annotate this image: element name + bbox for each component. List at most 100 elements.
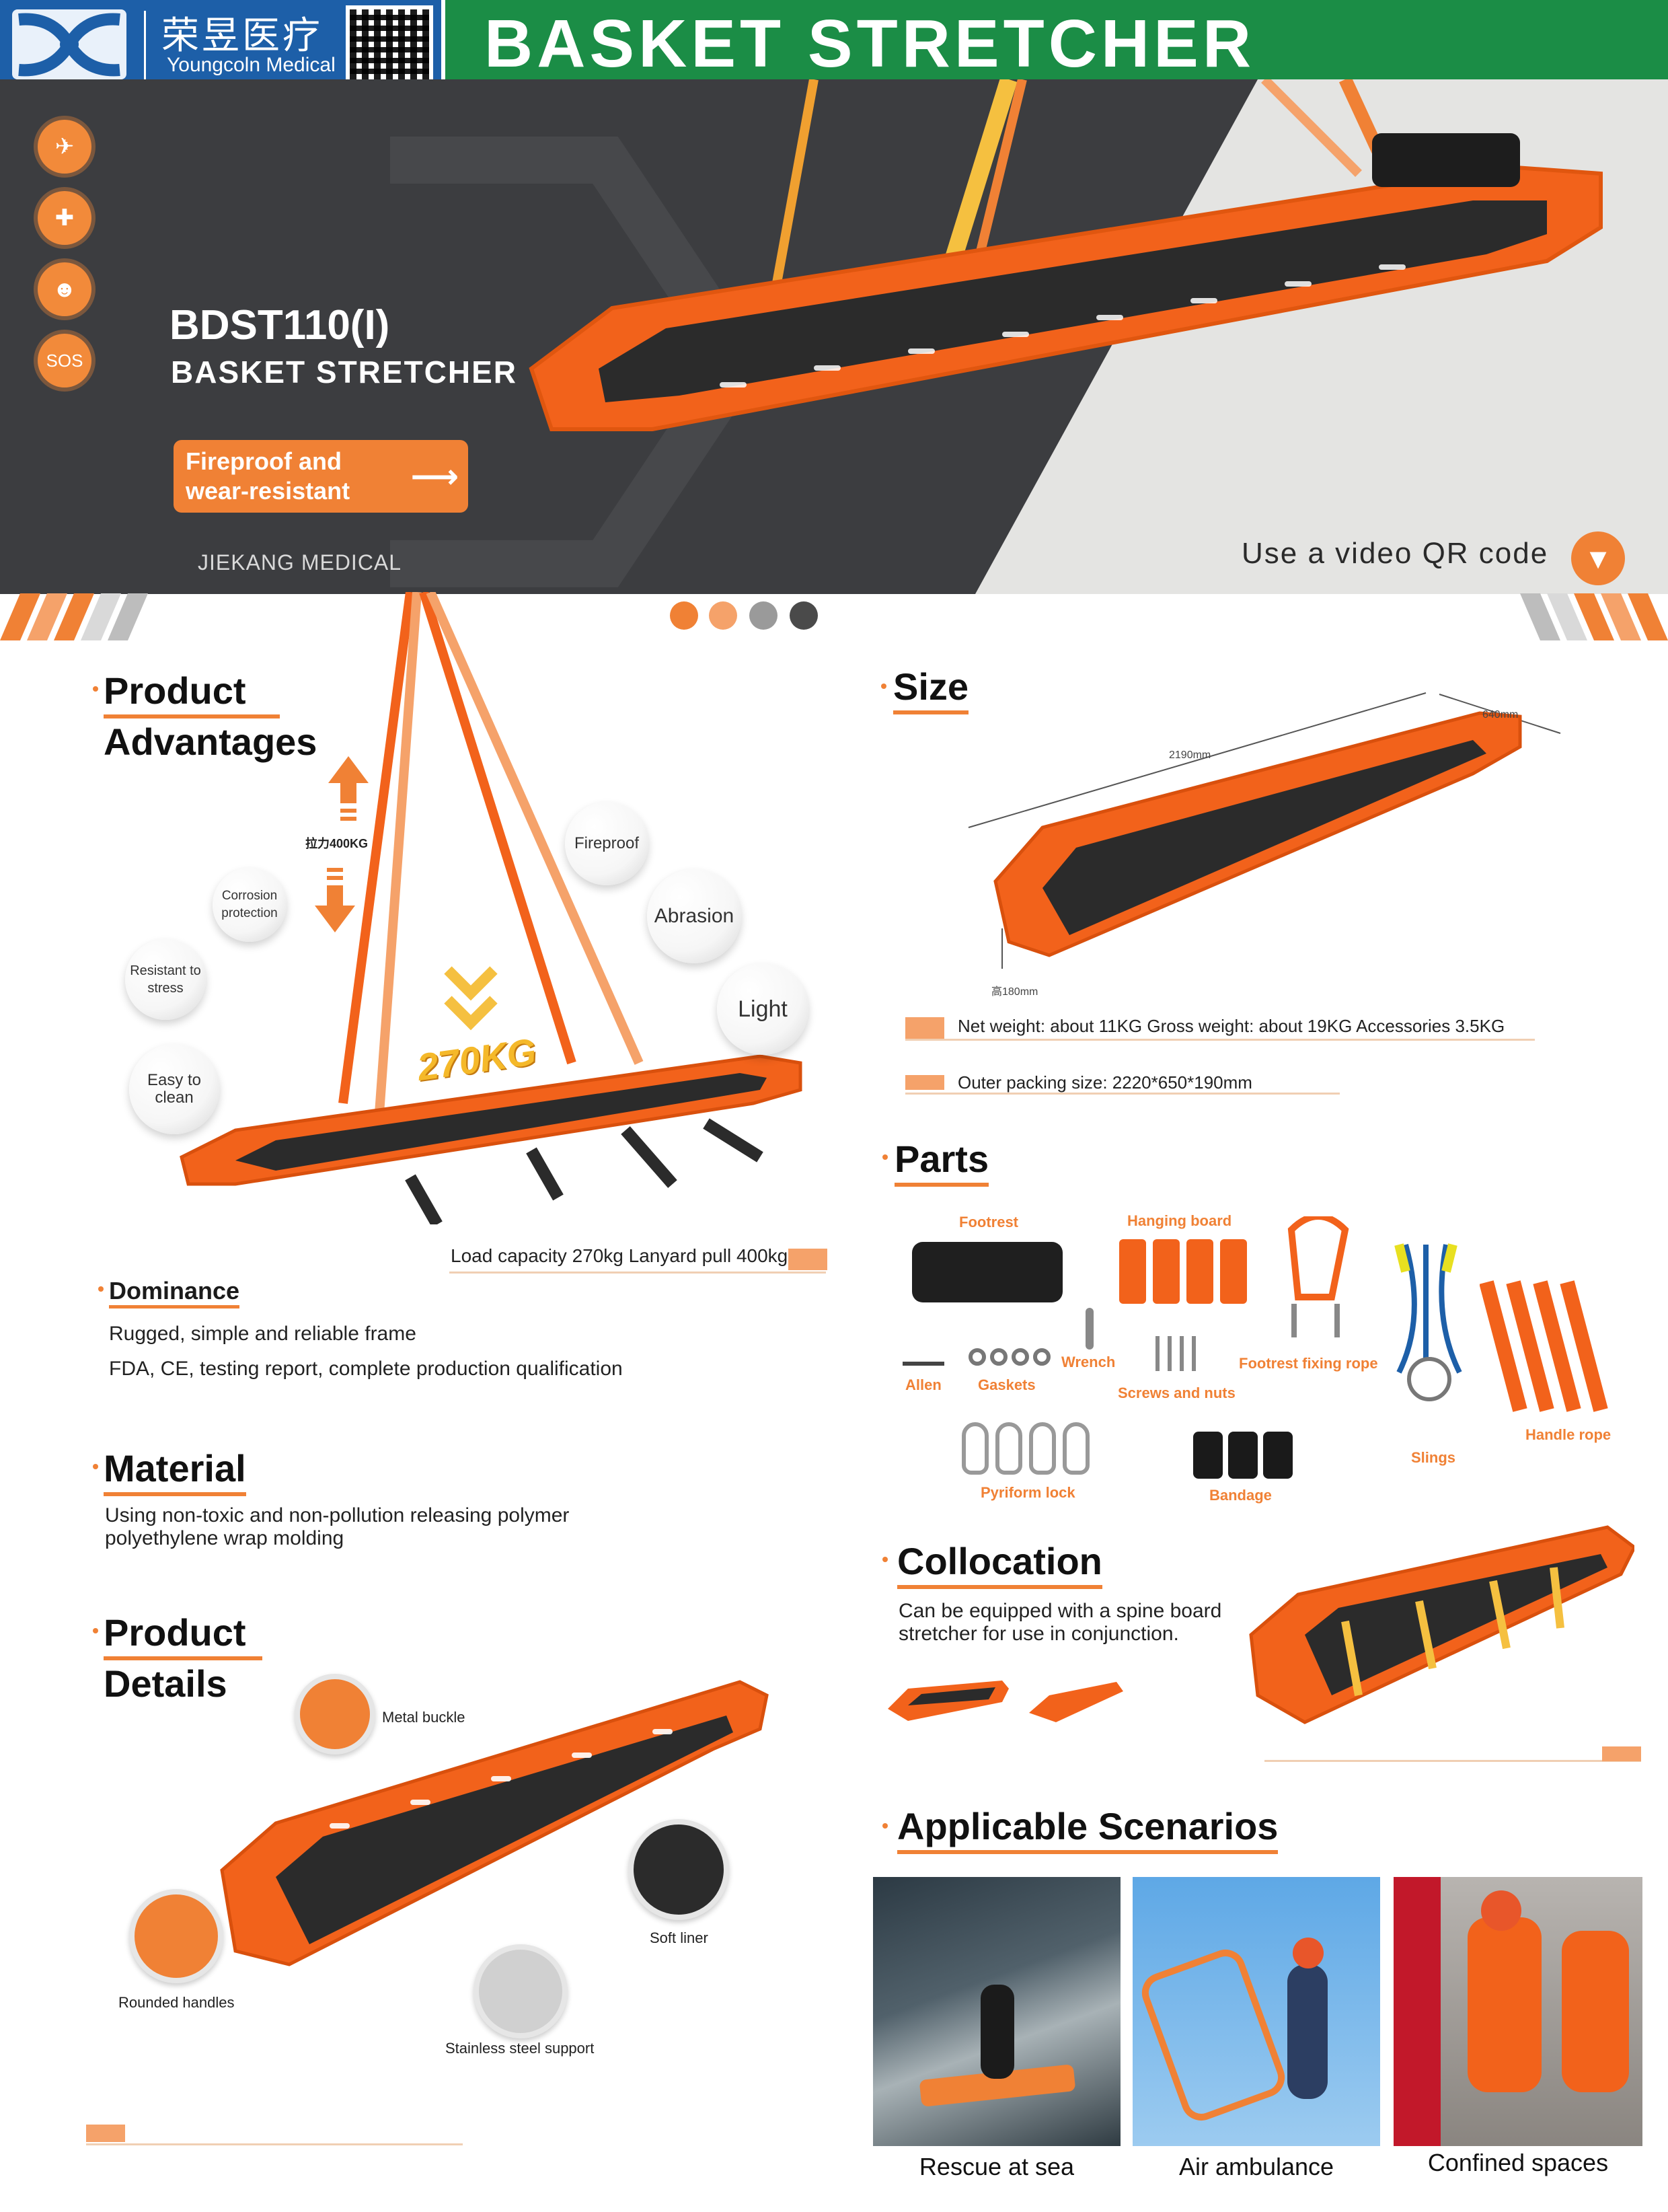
hero-subtitle: BASKET STRETCHER xyxy=(171,355,518,390)
caption-accent xyxy=(788,1249,827,1270)
handle-rope-label: Handle rope xyxy=(1525,1426,1612,1443)
screws-nuts-label: Screws and nuts xyxy=(1118,1385,1236,1401)
chevron-down-icon xyxy=(444,966,498,1031)
bubble-abrasion: Abrasion xyxy=(647,869,741,963)
packing-accent xyxy=(905,1075,944,1090)
load-caption: Load capacity 270kg Lanyard pull 400kg xyxy=(451,1245,788,1266)
height-dimension: 高180mm xyxy=(991,986,1038,998)
brand-logo-mark xyxy=(12,9,126,79)
advantages-title: Product Advantages xyxy=(104,667,317,766)
details-title-line2: Details xyxy=(104,1662,227,1705)
section-bullet xyxy=(882,1823,888,1829)
collocation-small-images xyxy=(888,1681,1123,1722)
weight-accent xyxy=(905,1017,944,1039)
gaskets-part xyxy=(969,1348,1053,1367)
right-decor-stripes xyxy=(1520,593,1668,640)
collocation-title: Collocation xyxy=(897,1538,1102,1589)
arrow-right-icon: ⟶ xyxy=(410,457,459,495)
hero-stretcher-image xyxy=(529,79,1603,431)
scenarios-title: Applicable Scenarios xyxy=(897,1803,1279,1854)
packing-underline xyxy=(905,1093,1340,1095)
hero-banner: ✈ ✚ ☻ SOS BDST110(I) BASKET STRETCHER Fi… xyxy=(0,79,1668,594)
page-title: BASKET STRETCHER xyxy=(484,6,1256,81)
carousel-dot-3[interactable] xyxy=(749,601,778,630)
feature-badge: Fireproof and wear-resistant ⟶ xyxy=(174,440,468,513)
slings-label: Slings xyxy=(1411,1449,1456,1466)
pyriform-lock-part xyxy=(962,1422,1096,1477)
collocation-main-image xyxy=(1249,1525,1634,1724)
footrest-rope-label: Footrest fixing rope xyxy=(1239,1355,1378,1372)
carousel-dot-2[interactable] xyxy=(709,601,737,630)
detail-stretcher-image xyxy=(220,1680,769,1966)
scenario-air-caption: Air ambulance xyxy=(1178,2153,1334,2180)
scenario-confined-image xyxy=(1394,1877,1642,2146)
soft-liner-label: Soft liner xyxy=(650,1929,708,1946)
hanging-stretcher-image xyxy=(180,592,802,1224)
details-title-line1: Product xyxy=(104,1609,262,1660)
details-title: Product Details xyxy=(104,1609,262,1707)
footer-line-left xyxy=(86,2143,463,2145)
hanging-board-label: Hanging board xyxy=(1127,1212,1232,1229)
dominance-line-1: Rugged, simple and reliable frame xyxy=(109,1323,416,1345)
rescuer-icon: ☻ xyxy=(38,262,91,316)
bandage-part xyxy=(1193,1432,1294,1479)
section-bullet xyxy=(882,1154,888,1160)
left-decor-stripes xyxy=(0,593,148,640)
brand-logo-box: 荣昱医疗 Youngcoln Medical xyxy=(0,0,445,94)
qr-code[interactable] xyxy=(346,5,433,89)
bubble-corrosion-protection: Corrosion protection xyxy=(213,868,287,942)
soft-liner-detail xyxy=(628,1819,729,1920)
advantages-title-line1: Product xyxy=(104,667,280,718)
scenario-air-image xyxy=(1133,1877,1380,2146)
rounded-handles-detail xyxy=(129,1889,223,1983)
scenario-sea-caption: Rescue at sea xyxy=(919,2153,1075,2180)
pull-force-label: 拉力400KG xyxy=(305,837,369,850)
carousel-dot-4[interactable] xyxy=(790,601,818,630)
weight-text: Net weight: about 11KG Gross weight: abo… xyxy=(958,1016,1505,1036)
bubble-resistant-to-stress: Resistant to stress xyxy=(125,939,206,1020)
packing-text: Outer packing size: 2220*650*190mm xyxy=(958,1072,1252,1093)
bubble-easy-to-clean: Easy to clean xyxy=(129,1044,219,1134)
video-play-button[interactable]: ▾ xyxy=(1571,531,1625,585)
logo-chinese-name: 荣昱医疗 xyxy=(161,14,323,58)
collocation-text: Can be equipped with a spine board stret… xyxy=(899,1600,1222,1645)
carousel-dot-1[interactable] xyxy=(670,601,698,630)
section-bullet xyxy=(881,684,886,689)
hero-model-number: BDST110(I) xyxy=(169,302,390,348)
hero-brand: JIEKANG MEDICAL xyxy=(198,550,402,575)
section-bullet xyxy=(93,686,98,692)
pyriform-lock-label: Pyriform lock xyxy=(981,1484,1075,1501)
footrest-rope-part xyxy=(1287,1216,1349,1337)
wrench-part xyxy=(1086,1308,1094,1350)
screws-nuts-part xyxy=(1155,1336,1204,1371)
helicopter-icon: ✈ xyxy=(38,120,91,174)
bubble-light: Light xyxy=(717,963,808,1055)
dominance-line-2: FDA, CE, testing report, complete produc… xyxy=(109,1358,623,1380)
metal-buckle-label: Metal buckle xyxy=(382,1709,465,1726)
size-title: Size xyxy=(893,663,969,714)
footrest-part xyxy=(912,1242,1063,1302)
logo-english-name: Youngcoln Medical xyxy=(167,54,336,76)
section-bullet xyxy=(93,1628,98,1633)
width-dimension: 640mm xyxy=(1482,709,1519,721)
caption-underline xyxy=(449,1271,826,1274)
dominance-title: Dominance xyxy=(109,1277,240,1308)
material-text: Using non-toxic and non-pollution releas… xyxy=(105,1504,570,1549)
gaskets-label: Gaskets xyxy=(978,1376,1036,1393)
allen-key-part xyxy=(903,1362,944,1366)
allen-label: Allen xyxy=(905,1376,942,1393)
section-bullet xyxy=(93,1464,98,1469)
footer-accent-left xyxy=(86,2125,125,2142)
section-bullet xyxy=(882,1557,888,1562)
section-bullet xyxy=(98,1286,104,1292)
slings-part xyxy=(1394,1243,1462,1401)
footrest-label: Footrest xyxy=(959,1214,1018,1230)
steel-support-label: Stainless steel support xyxy=(445,2040,595,2057)
sos-icon: SOS xyxy=(38,334,91,388)
parts-title: Parts xyxy=(895,1136,989,1187)
arrow-up-icon xyxy=(328,756,369,821)
bandage-label: Bandage xyxy=(1209,1487,1272,1504)
bubble-fireproof: Fireproof xyxy=(565,802,648,885)
medical-kit-icon: ✚ xyxy=(38,191,91,245)
advantages-title-line2: Advantages xyxy=(104,721,317,763)
